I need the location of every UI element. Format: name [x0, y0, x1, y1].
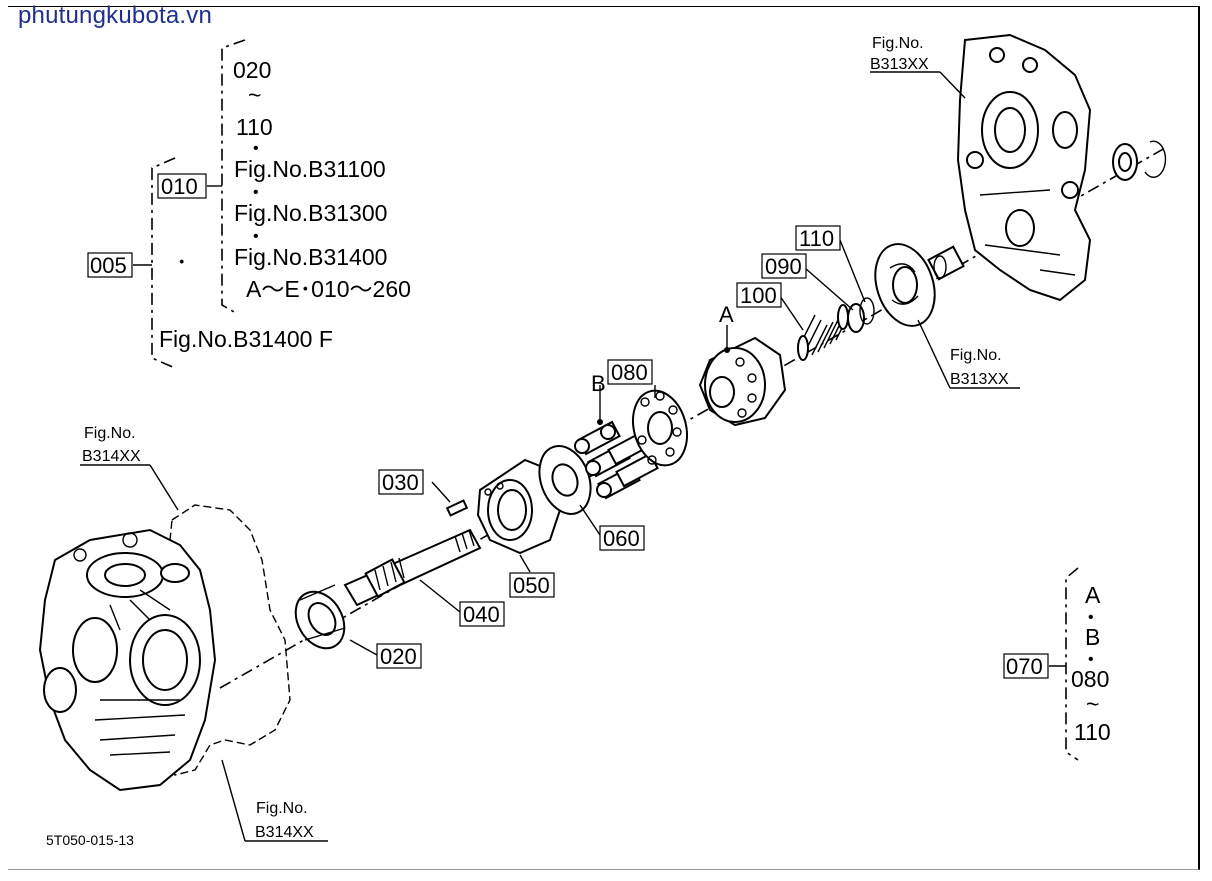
- callout-005[interactable]: 005: [87, 252, 133, 278]
- svg-text:Fig.No.: Fig.No.: [256, 800, 308, 817]
- fig-b31400: Fig.No.B31400: [234, 244, 387, 270]
- callout-090[interactable]: 090: [761, 253, 807, 279]
- leader-lines: [80, 71, 1020, 842]
- svg-text:050: 050: [513, 573, 550, 598]
- sep-dot-2: •: [253, 184, 259, 201]
- range-a-e: A～E･010～260: [246, 276, 411, 302]
- rear-housing[interactable]: [38, 504, 291, 792]
- svg-text:040: 040: [463, 602, 500, 627]
- label-b: B: [591, 371, 606, 396]
- callout-050[interactable]: 050: [509, 572, 555, 598]
- drawing-code: 5T050-015-13: [46, 832, 134, 848]
- bracket-group-070: 070 A • B • 080 ~ 110: [1003, 567, 1111, 761]
- range-from: 020: [233, 57, 271, 83]
- svg-text:110: 110: [799, 226, 834, 251]
- part-040-shaft[interactable]: [343, 528, 482, 607]
- callout-060[interactable]: 060: [599, 525, 645, 551]
- range-to: 110: [236, 114, 273, 140]
- callout-010[interactable]: 010: [157, 173, 207, 199]
- fig-ref-mid-right[interactable]: Fig.No. B313XX: [950, 347, 1009, 388]
- svg-text:Fig.No.: Fig.No.: [84, 425, 136, 442]
- watermark: phutungkubota.vn: [18, 2, 213, 29]
- ref-110: 110: [1074, 719, 1111, 745]
- svg-text:080: 080: [611, 360, 648, 385]
- part-080-retainer-plate[interactable]: [625, 385, 695, 472]
- svg-text:B313XX: B313XX: [950, 371, 1009, 388]
- ref-b: B: [1085, 624, 1100, 650]
- fig-ref-left-bottom[interactable]: Fig.No. B314XX: [255, 800, 314, 841]
- callout-110[interactable]: 110: [795, 225, 841, 251]
- fig-b31400-f: Fig.No.B31400 F: [159, 326, 333, 352]
- svg-text:100: 100: [740, 283, 777, 308]
- svg-text:030: 030: [382, 470, 419, 495]
- svg-text:B314XX: B314XX: [255, 824, 314, 841]
- svg-text:005: 005: [90, 253, 127, 278]
- svg-text:070: 070: [1006, 654, 1043, 679]
- callout-080[interactable]: 080: [607, 359, 653, 385]
- sep-dot-005: ･: [176, 249, 188, 275]
- svg-text:B314XX: B314XX: [82, 448, 141, 465]
- ref-tilde: ~: [1086, 691, 1099, 717]
- front-snap-ring[interactable]: [1144, 140, 1167, 178]
- range-tilde: ~: [248, 82, 261, 108]
- ref-080: 080: [1071, 666, 1109, 692]
- part-050-swash-plate[interactable]: [476, 458, 562, 555]
- fig-b31300: Fig.No.B31300: [234, 200, 387, 226]
- part-030-pin[interactable]: [445, 499, 469, 517]
- sep-dot-b: •: [1088, 651, 1094, 668]
- front-oil-seal[interactable]: [1112, 143, 1138, 181]
- svg-text:B313XX: B313XX: [870, 56, 929, 73]
- part-060-thrust-plate[interactable]: [530, 439, 599, 521]
- drawing-frame: [8, 6, 1200, 870]
- fig-ref-left-top[interactable]: Fig.No. B314XX: [82, 425, 141, 465]
- callout-100[interactable]: 100: [736, 282, 782, 308]
- callout-020[interactable]: 020: [376, 643, 422, 669]
- part-110-snap-ring[interactable]: [859, 297, 875, 325]
- svg-text:Fig.No.: Fig.No.: [872, 35, 924, 52]
- ref-a: A: [1085, 582, 1101, 608]
- front-housing[interactable]: [956, 33, 1092, 302]
- sep-dot-1: •: [253, 140, 259, 157]
- sep-dot-a: •: [1088, 609, 1094, 626]
- callout-040[interactable]: 040: [459, 601, 505, 627]
- cylinder-block-a[interactable]: [698, 336, 787, 427]
- svg-text:010: 010: [161, 174, 198, 199]
- part-020-bearing[interactable]: [286, 583, 354, 657]
- sep-dot-3: •: [253, 228, 259, 245]
- callout-070[interactable]: 070: [1003, 653, 1049, 679]
- svg-text:Fig.No.: Fig.No.: [950, 347, 1002, 364]
- callout-030[interactable]: 030: [378, 469, 424, 495]
- needle-bearing[interactable]: [927, 245, 965, 281]
- svg-text:090: 090: [765, 254, 802, 279]
- fig-b31100: Fig.No.B31100: [234, 156, 386, 182]
- valve-plate[interactable]: [865, 236, 944, 333]
- bracket-group-005: 010 005 020 ~ 110 • Fig.No.B31100 • Fig.…: [87, 39, 411, 369]
- label-a: A: [719, 302, 734, 327]
- svg-text:020: 020: [380, 644, 417, 669]
- svg-text:060: 060: [603, 526, 640, 551]
- fig-ref-top-right[interactable]: Fig.No. B313XX: [870, 35, 929, 73]
